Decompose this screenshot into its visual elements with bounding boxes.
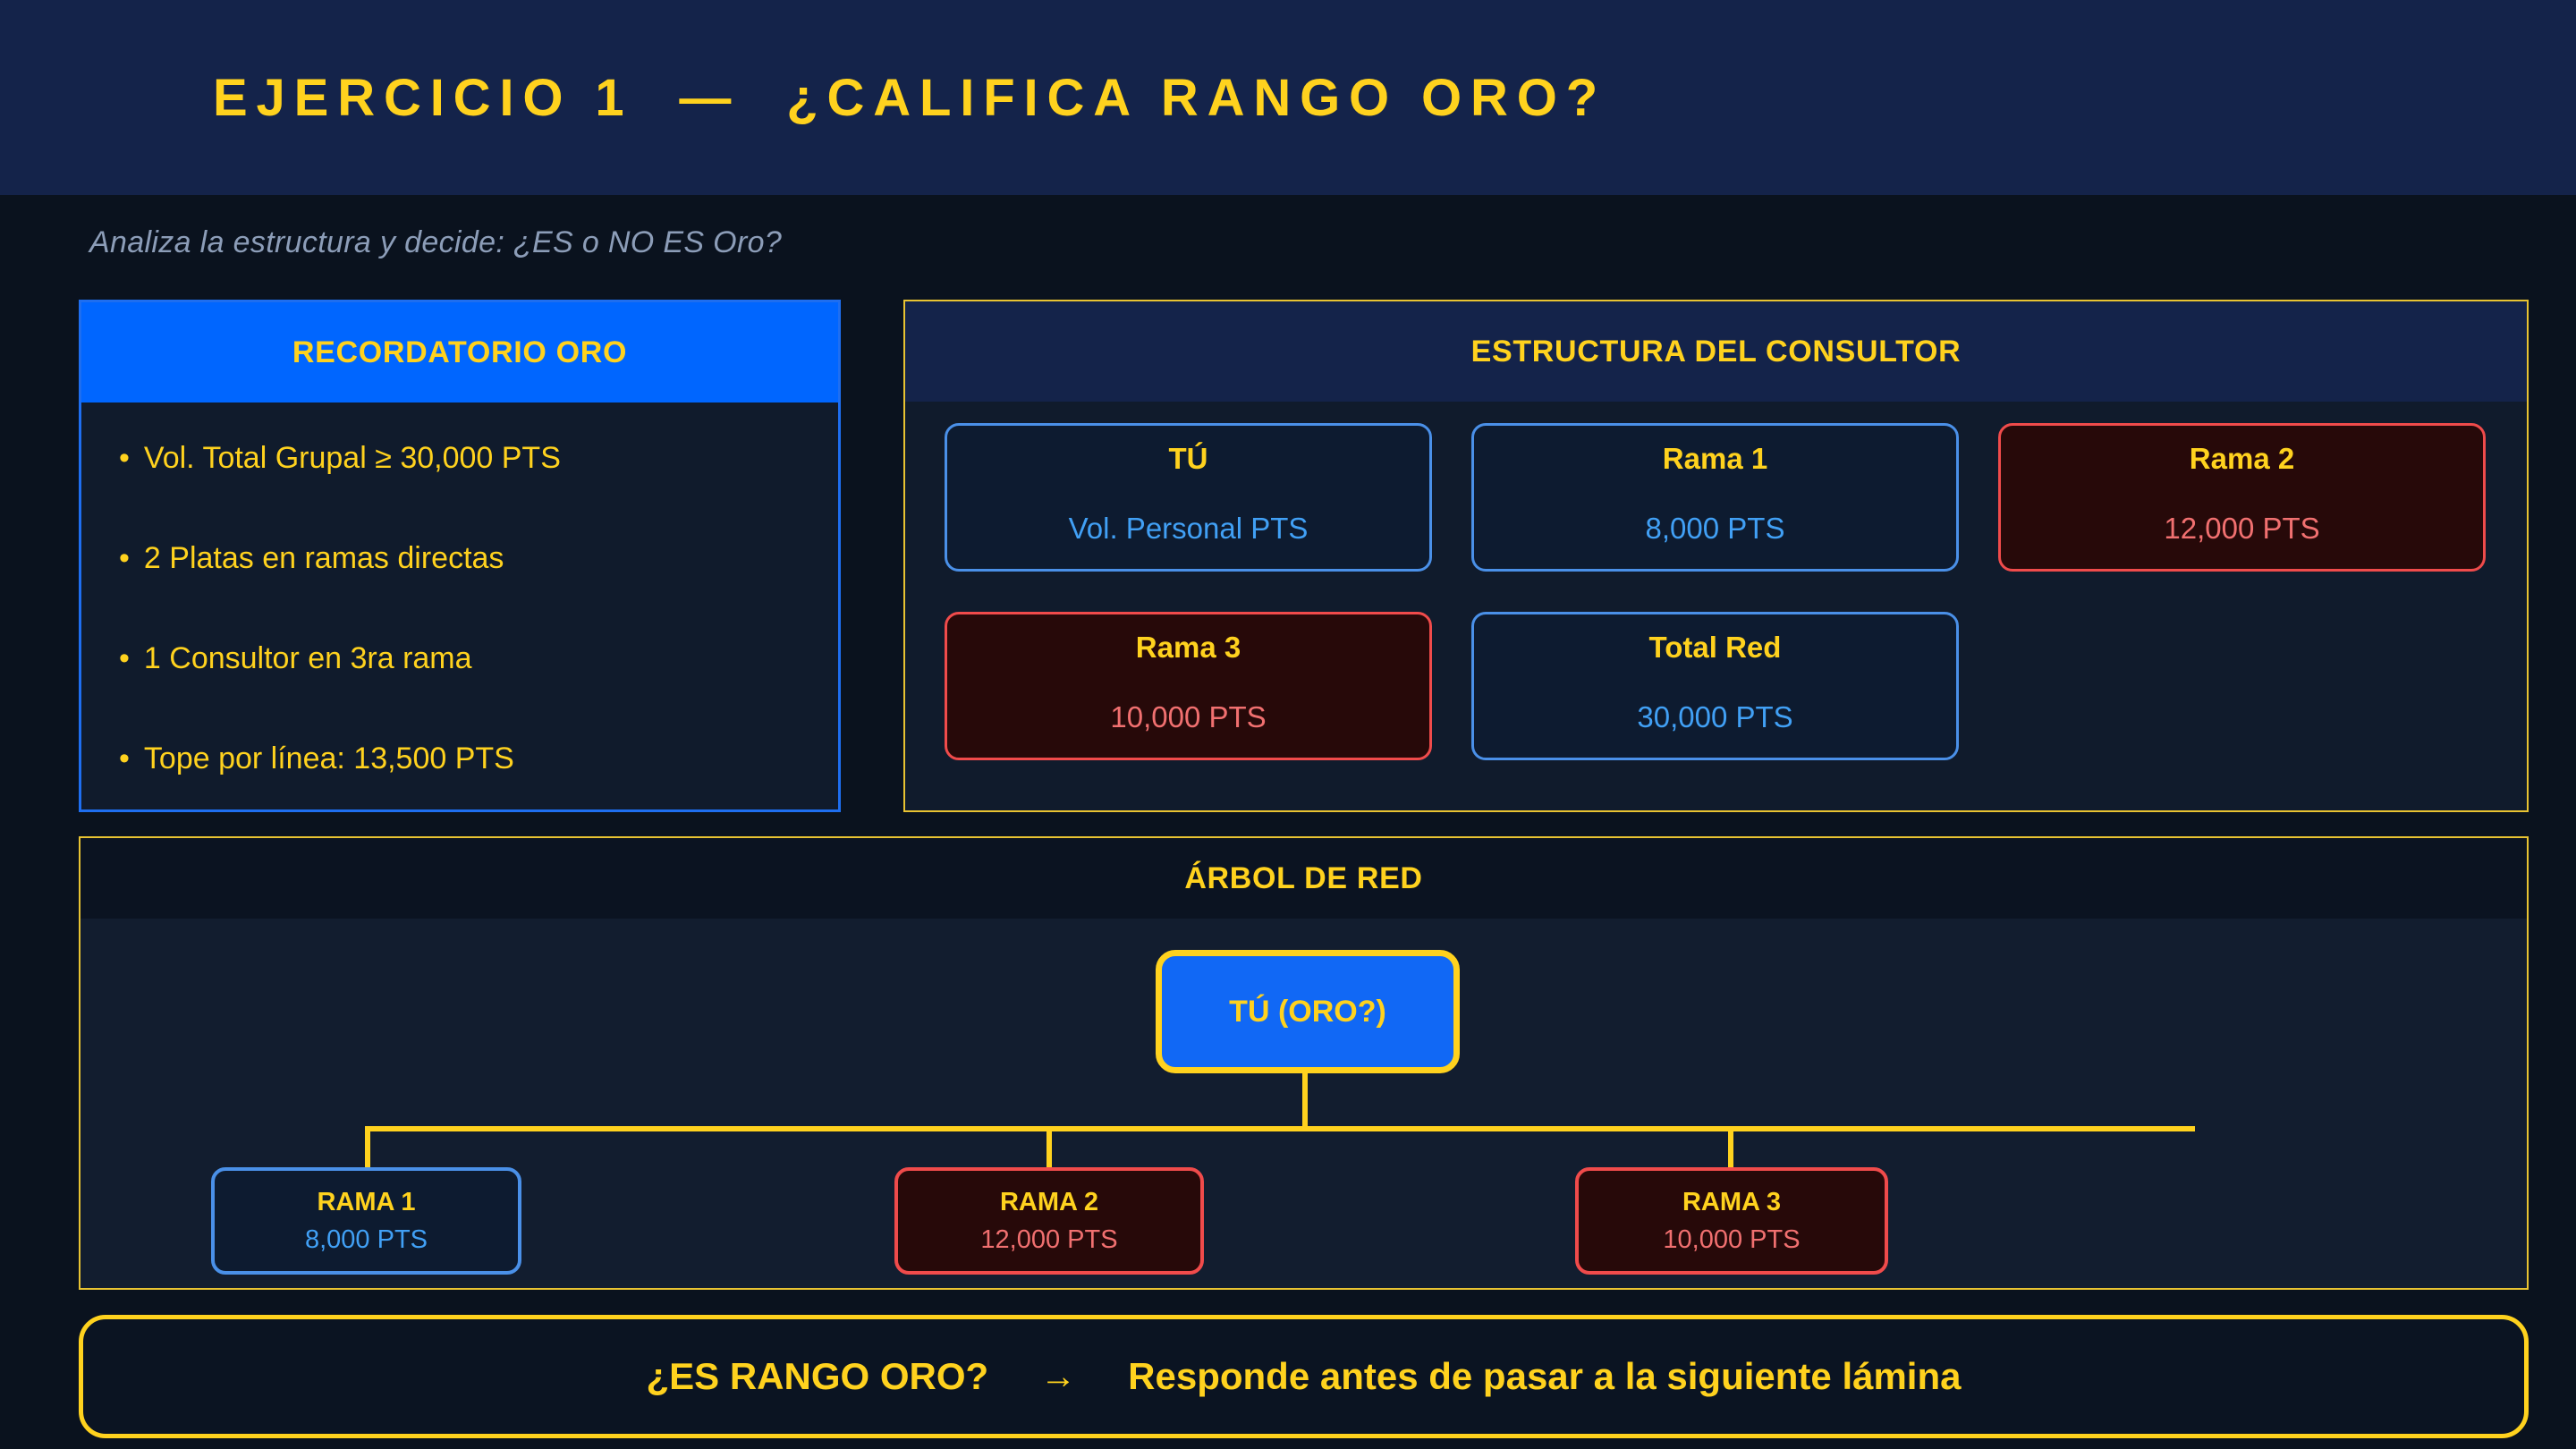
bullet-text: Tope por línea: 13,500 PTS bbox=[143, 741, 514, 775]
list-item: • 1 Consultor en 3ra rama bbox=[119, 641, 802, 676]
tree-node-title: RAMA 1 bbox=[317, 1187, 416, 1216]
tree-node-title: RAMA 3 bbox=[1682, 1187, 1782, 1216]
tree-node-rama-2: RAMA 2 12,000 PTS bbox=[894, 1167, 1204, 1275]
card-title: Total Red bbox=[1648, 631, 1782, 664]
estructura-panel: ESTRUCTURA DEL CONSULTOR TÚ Vol. Persona… bbox=[903, 300, 2529, 812]
card-rama-2: Rama 2 12,000 PTS bbox=[1998, 423, 2486, 572]
card-value: 8,000 PTS bbox=[1645, 512, 1785, 545]
arbol-panel-header: ÁRBOL DE RED bbox=[80, 838, 2527, 919]
slide-header-bar: EJERCICIO 1 — ¿CALIFICA RANGO ORO? bbox=[0, 0, 2576, 195]
tree-node-value: 10,000 PTS bbox=[1663, 1224, 1801, 1254]
tree-connector-root bbox=[1302, 1073, 1308, 1126]
recordatorio-panel-header: RECORDATORIO ORO bbox=[81, 302, 838, 402]
list-item: • Vol. Total Grupal ≥ 30,000 PTS bbox=[119, 441, 802, 476]
estructura-cards-grid: TÚ Vol. Personal PTS Rama 1 8,000 PTS Ra… bbox=[905, 402, 2527, 760]
estructura-panel-header: ESTRUCTURA DEL CONSULTOR bbox=[905, 301, 2527, 402]
tree-node-rama-1: RAMA 1 8,000 PTS bbox=[211, 1167, 521, 1275]
tree-connector-horizontal bbox=[365, 1126, 2195, 1131]
tree-root-node: TÚ (ORO?) bbox=[1156, 950, 1460, 1073]
page-title: EJERCICIO 1 — ¿CALIFICA RANGO ORO? bbox=[213, 68, 1606, 127]
tree-node-value: 12,000 PTS bbox=[980, 1224, 1118, 1254]
card-rama-3: Rama 3 10,000 PTS bbox=[945, 612, 1432, 760]
card-title: TÚ bbox=[1168, 442, 1208, 475]
slide-subtitle: Analiza la estructura y decide: ¿ES o NO… bbox=[89, 225, 783, 259]
tree-connector-branch-2 bbox=[1046, 1131, 1052, 1167]
recordatorio-bullet-list: • Vol. Total Grupal ≥ 30,000 PTS • 2 Pla… bbox=[81, 402, 838, 818]
bullet-icon: • bbox=[119, 640, 130, 675]
bullet-text: 1 Consultor en 3ra rama bbox=[143, 640, 472, 675]
tree-node-rama-3: RAMA 3 10,000 PTS bbox=[1575, 1167, 1888, 1275]
instruction-text: Responde antes de pasar a la siguiente l… bbox=[1128, 1355, 1962, 1397]
card-title: Rama 1 bbox=[1662, 442, 1768, 475]
list-item: • Tope por línea: 13,500 PTS bbox=[119, 741, 802, 776]
tree-connector-branch-3 bbox=[1728, 1131, 1733, 1167]
bullet-icon: • bbox=[119, 440, 130, 475]
arbol-panel: ÁRBOL DE RED TÚ (ORO?) RAMA 1 8,000 PTS … bbox=[79, 836, 2529, 1290]
tree-node-title: RAMA 2 bbox=[999, 1187, 1099, 1216]
card-value: Vol. Personal PTS bbox=[1068, 512, 1309, 545]
card-rama-1: Rama 1 8,000 PTS bbox=[1471, 423, 1959, 572]
list-item: • 2 Platas en ramas directas bbox=[119, 541, 802, 576]
card-tu: TÚ Vol. Personal PTS bbox=[945, 423, 1432, 572]
card-title: Rama 3 bbox=[1135, 631, 1241, 664]
right-arrow-icon: → bbox=[1040, 1356, 1077, 1396]
card-title: Rama 2 bbox=[2189, 442, 2295, 475]
bullet-icon: • bbox=[119, 540, 130, 575]
card-total-red: Total Red 30,000 PTS bbox=[1471, 612, 1959, 760]
bullet-text: 2 Platas en ramas directas bbox=[143, 540, 504, 575]
card-value: 30,000 PTS bbox=[1637, 700, 1793, 733]
recordatorio-panel: RECORDATORIO ORO • Vol. Total Grupal ≥ 3… bbox=[79, 300, 841, 812]
question-text: ¿ES RANGO ORO? bbox=[646, 1355, 989, 1397]
tree-node-value: 8,000 PTS bbox=[304, 1224, 428, 1254]
empty-grid-cell bbox=[1998, 612, 2486, 760]
tree-connector-branch-1 bbox=[365, 1131, 370, 1167]
card-value: 10,000 PTS bbox=[1110, 700, 1267, 733]
bullet-icon: • bbox=[119, 741, 130, 775]
bullet-text: Vol. Total Grupal ≥ 30,000 PTS bbox=[143, 440, 561, 475]
question-bar: ¿ES RANGO ORO? → Responde antes de pasar… bbox=[79, 1315, 2529, 1438]
card-value: 12,000 PTS bbox=[2164, 512, 2320, 545]
